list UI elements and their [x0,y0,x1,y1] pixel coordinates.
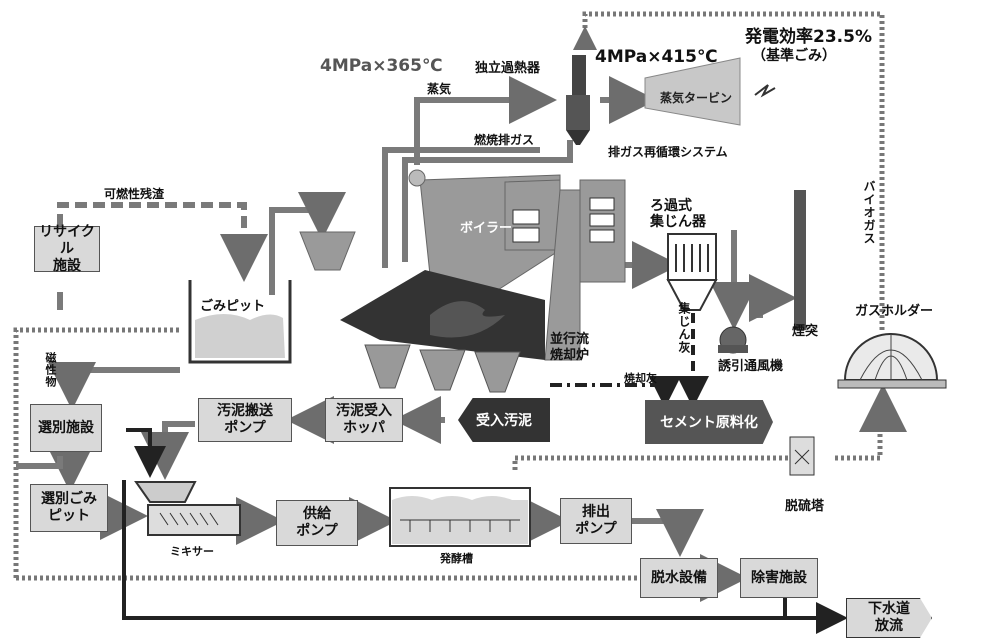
bag-filter-shape [666,233,718,311]
dust-ash-label: 集じん灰 [677,302,691,354]
refuse-pit-shape [188,280,292,364]
dewatering-box: 脱水設備 [640,558,718,598]
boiler-label: ボイラー [460,221,513,236]
flow-arrows [16,76,907,602]
biogas-label: バイオガス [862,180,876,245]
dark-flow-lines [122,313,848,634]
bottom-ash-label: 焼却灰 [624,372,657,385]
gas-holder-label: ガスホルダー [855,304,934,319]
desulfurization-label: 脱硫塔 [785,499,825,514]
heat-exchanger-tubes [512,197,615,243]
fan-label: 誘引通風機 [718,359,784,374]
superheater-label: 独立過熱器 [475,61,541,76]
fermenter-label: 発酵槽 [440,552,473,565]
cement-material-box: セメント原料化 [645,400,773,444]
combustible-residue-label: 可燃性残渣 [104,187,165,201]
sludge-hopper-box: 汚泥受入 ホッパ [325,398,403,442]
bag-filter-label: ろ過式 集じん器 [650,198,706,230]
sludge-pump-box: 汚泥搬送 ポンプ [198,398,292,442]
steam-label: 蒸気 [427,82,452,96]
desulfurization-tower-shape [789,436,815,476]
sewer-discharge-box: 下水道 放流 [846,598,932,638]
recycle-facility-box: リサイクル 施設 [34,224,100,274]
refuse-pit-label: ごみピット [200,299,266,314]
mixer-label: ミキサー [170,545,214,558]
steam-condition-1: 4MPa×365℃ [320,56,443,76]
induced-draft-fan-shape [718,326,748,354]
gas-holder-shape [837,333,947,389]
recirculation-label: 排ガス再循環システム [608,145,728,159]
lightning-icon [754,84,776,98]
efficiency-label: 発電効率23.5% [745,27,872,47]
mixer-shape [134,481,241,536]
magnetic-label: 磁性物 [44,352,57,388]
turbine-label: 蒸気タービン [660,91,733,105]
stack-label: 煙突 [792,324,819,339]
discharge-pump-box: 排出 ポンプ [560,498,632,544]
received-sludge-box: 受入汚泥 [458,398,550,442]
fermenter-shape [389,487,531,547]
feed-pump-box: 供給 ポンプ [276,500,358,546]
stack-shape [794,190,806,330]
efficiency-note: （基準ごみ） [752,48,836,64]
steam-turbine-shape [644,57,741,126]
incinerator-label: 並行流 焼却炉 [550,332,590,363]
flue-gas-label: 燃焼排ガス [474,133,535,147]
incinerator-shape [299,231,545,393]
sorting-facility-box: 選別施設 [30,404,102,452]
superheater-unit [566,55,590,145]
detox-facility-box: 除害施設 [740,558,818,598]
steam-condition-2: 4MPa×415℃ [595,47,718,67]
sorted-pit-box: 選別ごみ ピット [30,484,108,532]
